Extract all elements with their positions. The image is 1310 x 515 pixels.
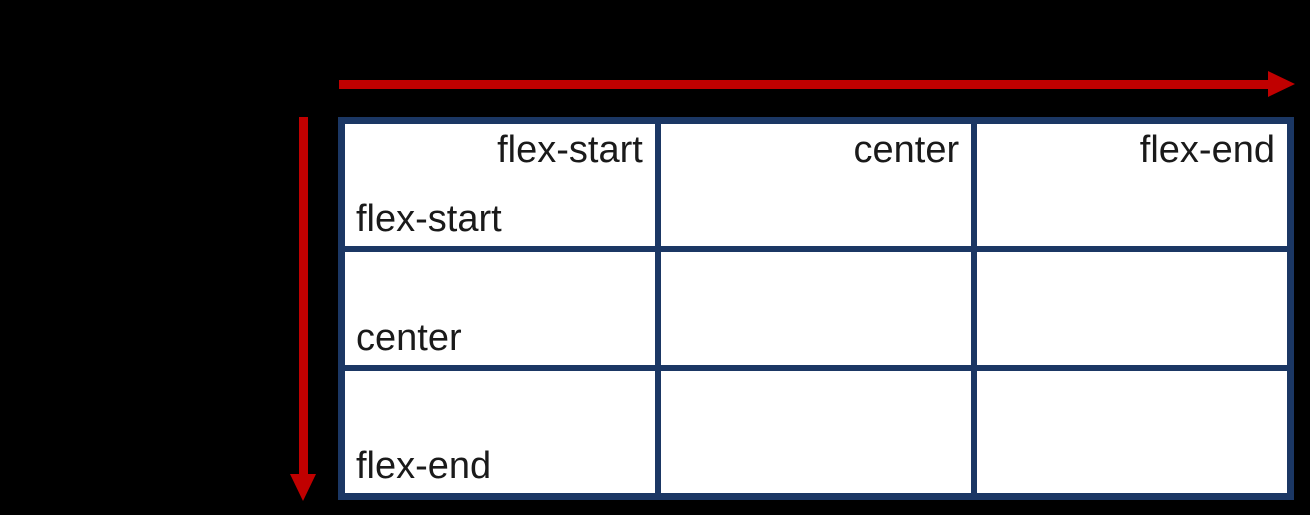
right-arrowhead-icon — [1268, 71, 1295, 97]
grid-cell-r3c3 — [971, 364, 1294, 500]
alignment-grid-table: flex-start flex-start center flex-end ce… — [338, 117, 1294, 500]
grid-cell-r1c3: flex-end — [971, 117, 1294, 253]
grid-cell-r2c1: center — [338, 246, 661, 371]
grid-cell-r2c3 — [971, 246, 1294, 371]
horizontal-axis-arrow — [339, 71, 1295, 97]
grid-cell-r1c2: center — [654, 117, 978, 253]
column-header-label: flex-start — [497, 129, 643, 171]
row-header-label: flex-start — [356, 198, 502, 241]
grid-cell-r3c1: flex-end — [338, 364, 661, 500]
horizontal-arrow-shaft — [339, 79, 1268, 89]
grid-cell-r3c2 — [654, 364, 978, 500]
grid-cell-r1c1: flex-start flex-start — [338, 117, 661, 253]
row-header-label: center — [356, 316, 462, 359]
down-arrowhead-icon — [290, 474, 316, 501]
row-header-label: flex-end — [356, 445, 492, 487]
column-header-label: flex-end — [1139, 129, 1275, 171]
grid-row-1: flex-start flex-start center flex-end — [338, 117, 1294, 253]
grid-cell-r2c2 — [654, 246, 978, 371]
column-header-label: center — [853, 129, 960, 171]
vertical-axis-arrow — [290, 117, 316, 501]
grid-row-2: center — [338, 246, 1294, 371]
grid-row-3: flex-end — [338, 364, 1294, 500]
vertical-arrow-shaft — [298, 117, 308, 474]
